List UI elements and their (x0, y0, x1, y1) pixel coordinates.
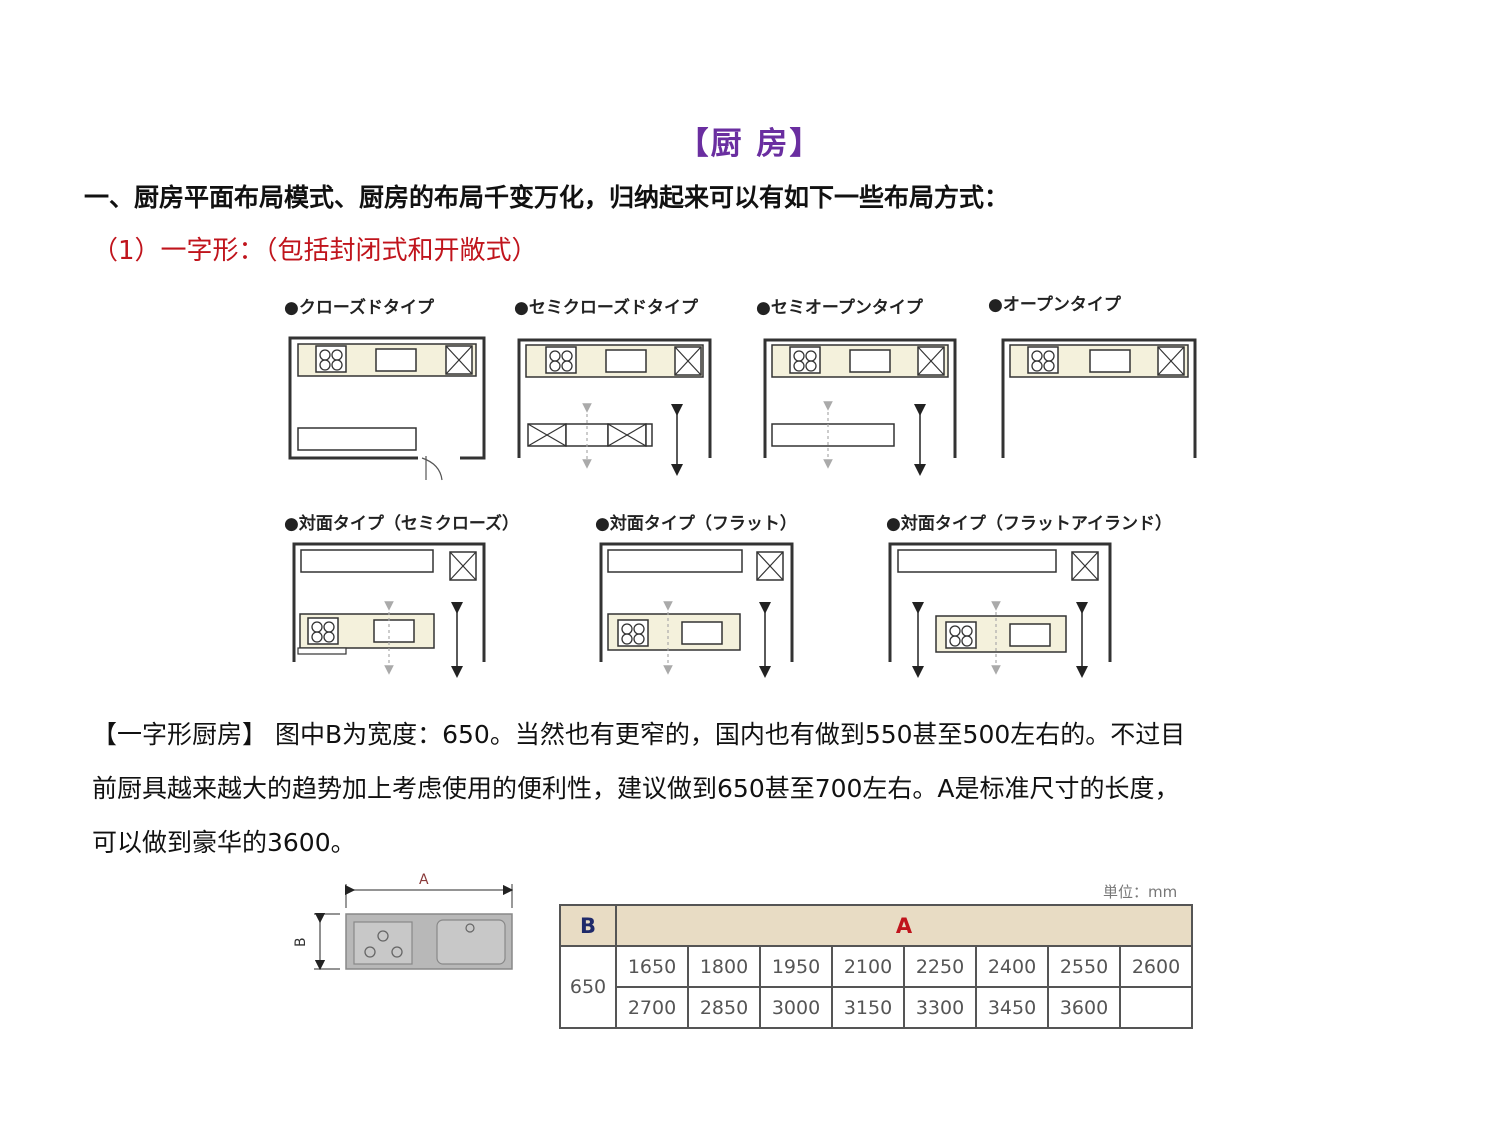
table-cell: 2850 (687, 986, 761, 1029)
plan-semi-closed (517, 338, 712, 476)
plan-facing-flat (599, 542, 794, 678)
plan-label-semi-open: ●セミオープンタイプ (756, 297, 924, 318)
size-table: B A 650 1650 1800 1950 2100 2250 2400 25… (559, 904, 1193, 1029)
table-cell: 3300 (903, 986, 977, 1029)
table-cell: 2600 (1119, 945, 1193, 988)
plan-label-semi-closed: ●セミクローズドタイプ (514, 297, 699, 318)
table-cell: 1800 (687, 945, 761, 988)
table-cell: 3600 (1047, 986, 1121, 1029)
plan-facing-semi-closed (292, 542, 486, 678)
table-cell: 2250 (903, 945, 977, 988)
table-cell: 3000 (759, 986, 833, 1029)
table-cell: 2550 (1047, 945, 1121, 988)
dimension-label-b: B (293, 937, 309, 947)
table-row: 2700 2850 3000 3150 3300 3450 3600 (560, 986, 1193, 1029)
plan-label-facing-flat-island: ●対面タイプ（フラットアイランド） (886, 513, 1172, 534)
header-a: A (615, 904, 1193, 947)
paragraph-line-3: 可以做到豪华的3600。 (92, 828, 356, 857)
plan-label-facing-flat: ●対面タイプ（フラット） (595, 513, 797, 534)
table-cell: 3450 (975, 986, 1049, 1029)
plan-semi-open (763, 338, 957, 476)
unit-label: 単位：mm (1103, 883, 1178, 901)
plan-open (1001, 338, 1197, 458)
table-cell: 3150 (831, 986, 905, 1029)
plan-facing-flat-island (888, 542, 1112, 678)
page-title: 【厨 房】 (677, 126, 823, 162)
table-cell: 1650 (615, 945, 689, 988)
table-row: 650 1650 1800 1950 2100 2250 2400 2550 2… (559, 945, 1193, 1029)
plan-label-closed: ●クローズドタイプ (284, 297, 435, 318)
table-cell: 2400 (975, 945, 1049, 988)
b-value: 650 (559, 945, 617, 1029)
subsection-heading: （1）一字形：（包括封闭式和开敞式） (92, 236, 538, 266)
plan-closed (288, 336, 486, 481)
dimension-label-a: A (419, 872, 429, 888)
table-cell: 2700 (615, 986, 689, 1029)
section-heading: 一、厨房平面布局模式、厨房的布局千变万化，归纳起来可以有如下一些布局方式： (84, 183, 1010, 212)
dimension-diagram: A B (293, 872, 514, 971)
paragraph-line-1: 【一字形厨房】 图中B为宽度：650。当然也有更窄的，国内也有做到550甚至50… (92, 720, 1186, 749)
table-cell: 1950 (759, 945, 833, 988)
plan-label-facing-semi-closed: ●対面タイプ（セミクローズ） (284, 513, 519, 534)
table-cell (1119, 986, 1193, 1029)
table-cell: 2100 (831, 945, 905, 988)
body-paragraph: 【一字形厨房】 图中B为宽度：650。当然也有更窄的，国内也有做到550甚至50… (92, 708, 1412, 870)
header-b: B (559, 904, 617, 947)
paragraph-line-2: 前厨具越来越大的趋势加上考虑使用的便利性，建议做到650甚至700左右。A是标准… (92, 774, 1180, 803)
plan-label-open: ●オープンタイプ (988, 294, 1122, 315)
table-header-row: B A (559, 904, 1193, 947)
